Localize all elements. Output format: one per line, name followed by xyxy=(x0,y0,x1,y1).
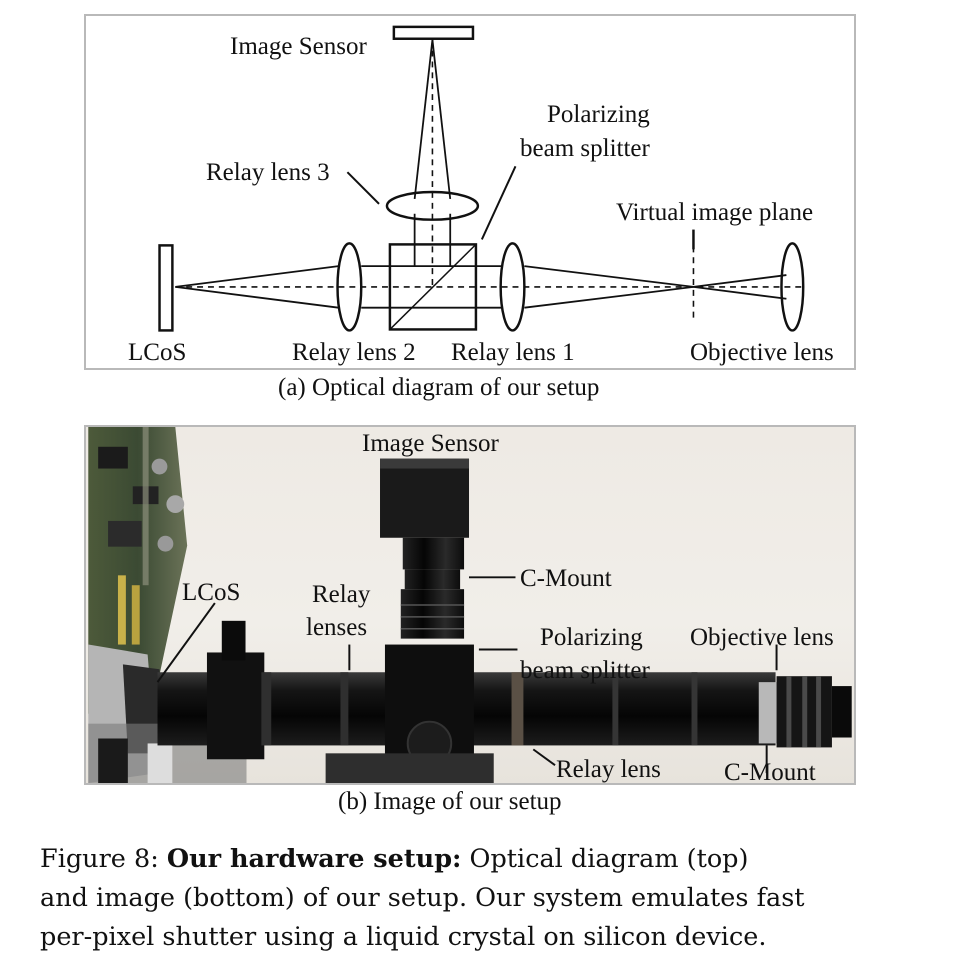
leader-lines xyxy=(346,165,695,250)
label-relay-lens-3: Relay lens 3 xyxy=(206,159,330,186)
camera-column xyxy=(380,458,470,639)
label-lcos: LCoS xyxy=(128,339,187,366)
stand-base xyxy=(325,753,494,783)
photo-label-lenses: lenses xyxy=(306,614,368,641)
figure-caption-line-3: per-pixel shutter using a liquid crystal… xyxy=(40,922,767,952)
figure-caption-line-1-rest: Optical diagram (top) xyxy=(461,844,749,874)
photo-label-c-mount-top: C-Mount xyxy=(520,565,612,592)
photo-label-polarizing: Polarizing xyxy=(540,624,643,651)
label-virtual-image-plane: Virtual image plane xyxy=(616,199,814,226)
label-relay-lens-2: Relay lens 2 xyxy=(292,339,416,366)
figure-caption-bold: Our hardware setup: xyxy=(166,844,462,874)
lcos-shape xyxy=(158,244,174,332)
subcaption-b: (b) Image of our setup xyxy=(338,788,562,815)
setup-photo xyxy=(88,427,852,783)
photo-label-image-sensor: Image Sensor xyxy=(362,430,499,457)
figure-caption: Figure 8: Our hardware setup: Optical di… xyxy=(40,840,920,957)
setup-photo-panel: Image Sensor C-Mount LCoS Relay lenses P… xyxy=(84,425,856,785)
optical-rail xyxy=(157,620,852,783)
ray-lines xyxy=(175,39,787,309)
figure-caption-prefix: Figure 8: xyxy=(40,844,167,874)
optical-axis xyxy=(175,39,803,323)
figure-caption-line-1: Figure 8: Our hardware setup: Optical di… xyxy=(40,840,920,879)
photo-leader-lines xyxy=(156,576,778,774)
optical-diagram xyxy=(158,25,805,332)
subcaption-a: (a) Optical diagram of our setup xyxy=(278,374,600,401)
image-sensor-shape xyxy=(392,25,475,40)
photo-label-beam-splitter: beam splitter xyxy=(520,657,650,684)
label-objective-lens: Objective lens xyxy=(690,339,834,366)
label-image-sensor: Image Sensor xyxy=(230,33,367,60)
optical-diagram-panel: Image Sensor Polarizing beam splitter Re… xyxy=(84,14,856,370)
beam-splitter-shape xyxy=(388,243,478,331)
label-beam-splitter: beam splitter xyxy=(520,135,650,162)
figure-caption-line-2: and image (bottom) of our setup. Our sys… xyxy=(40,883,805,913)
label-polarizing: Polarizing xyxy=(547,101,650,128)
photo-label-c-mount-bottom: C-Mount xyxy=(724,759,816,785)
label-relay-lens-1: Relay lens 1 xyxy=(451,339,575,366)
photo-label-relay-lens: Relay lens xyxy=(556,756,661,783)
objective-lens-shape xyxy=(780,242,805,332)
photo-label-objective-lens: Objective lens xyxy=(690,624,834,651)
photo-label-lcos: LCoS xyxy=(182,579,241,606)
photo-label-relay: Relay xyxy=(312,581,371,608)
